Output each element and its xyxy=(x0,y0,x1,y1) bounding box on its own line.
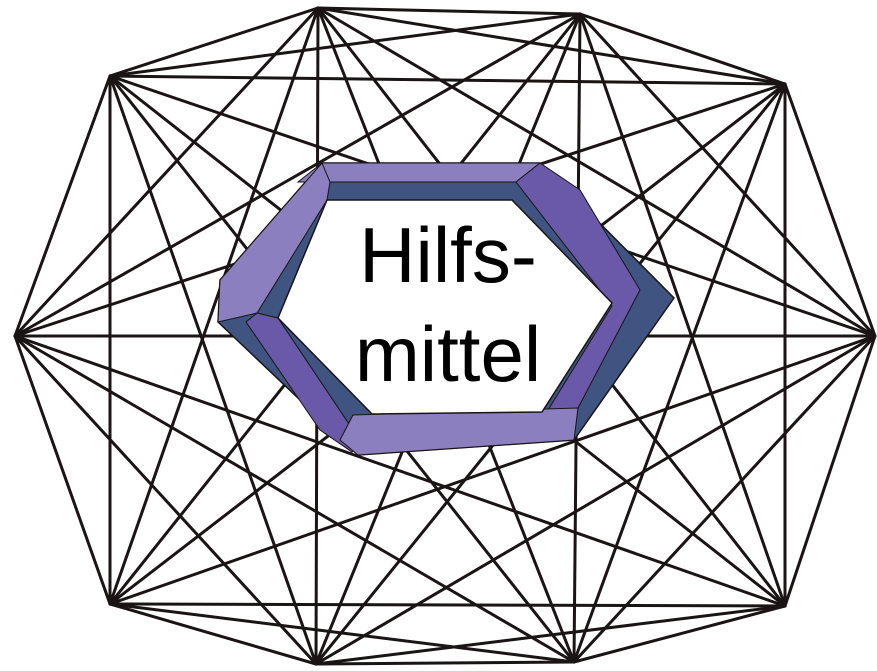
graph-edge xyxy=(110,604,785,606)
frame-top-strip xyxy=(298,163,540,182)
graph-edge xyxy=(316,662,574,664)
label-line-2: mittel xyxy=(355,310,541,398)
label-line-1: Hilfs- xyxy=(359,211,537,299)
